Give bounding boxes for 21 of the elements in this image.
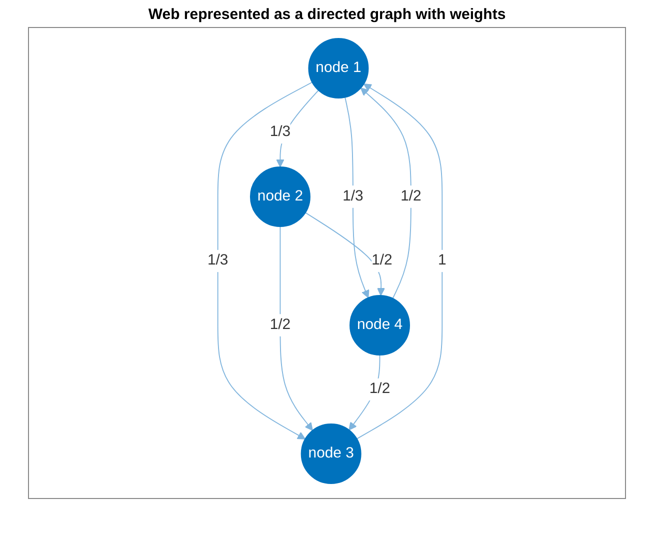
arrow bbox=[360, 87, 412, 298]
edge-label: 1/2 bbox=[372, 252, 392, 268]
node-circle: node 3 bbox=[300, 423, 362, 484]
edge-label: 1/3 bbox=[208, 252, 228, 268]
arrow bbox=[356, 83, 443, 439]
edge-label: 1/2 bbox=[400, 188, 422, 204]
arrow bbox=[217, 81, 313, 439]
edge-label: 1 bbox=[438, 252, 446, 268]
edge-label: 1/2 bbox=[270, 316, 291, 332]
arrow bbox=[280, 226, 314, 430]
arrow bbox=[276, 89, 320, 167]
node-circle: node 2 bbox=[250, 166, 311, 226]
edge-label: 1/3 bbox=[270, 124, 291, 140]
edge-label: 1/2 bbox=[370, 380, 390, 396]
node-circle: node 1 bbox=[308, 37, 369, 98]
edge-label: 1/3 bbox=[342, 188, 364, 204]
chart-title: Web represented as a directed graph with weights bbox=[147, 6, 507, 23]
arrow bbox=[348, 354, 380, 430]
arrow bbox=[344, 96, 370, 298]
node-circle: node 4 bbox=[350, 294, 410, 355]
arrow bbox=[305, 212, 386, 296]
